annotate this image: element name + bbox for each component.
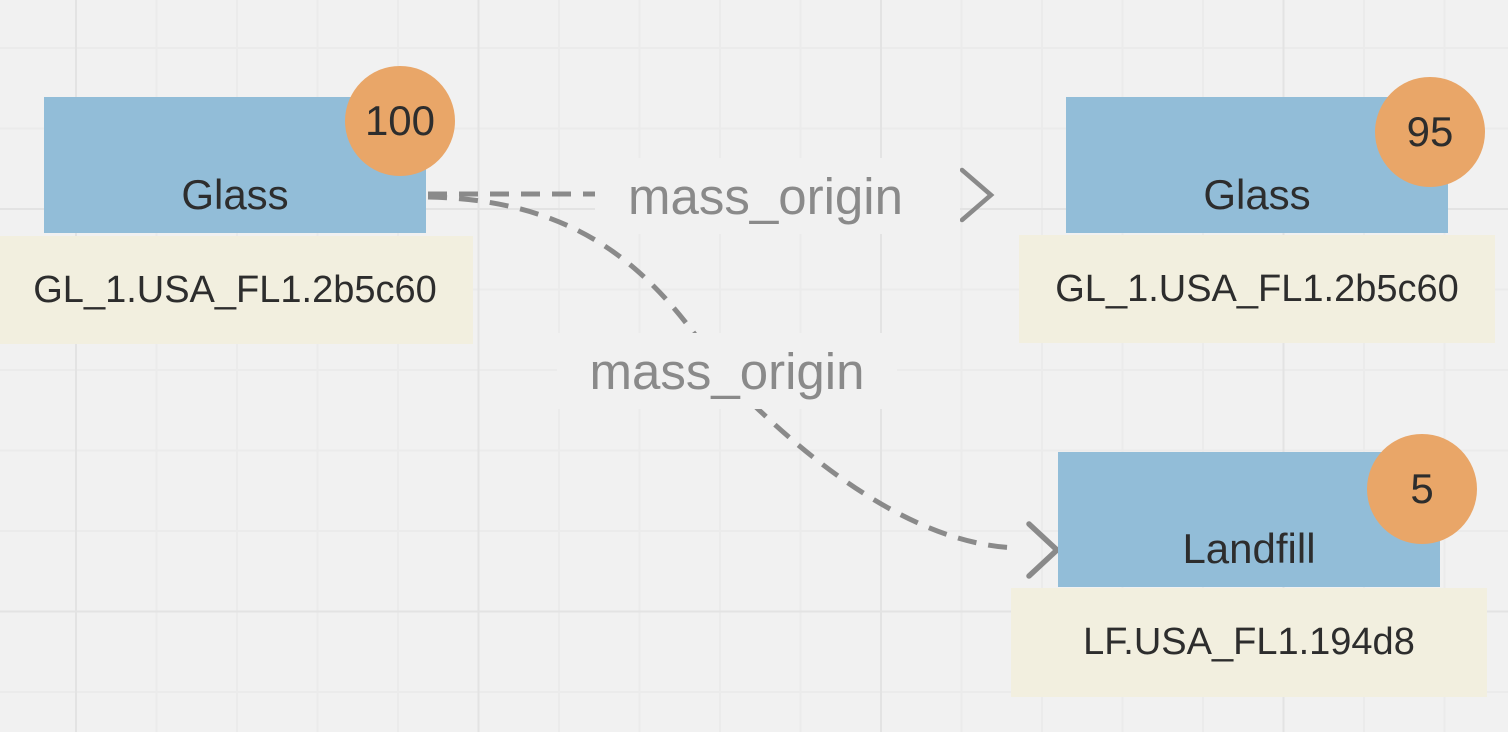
node-title: Landfill <box>1182 525 1316 572</box>
node-id-label-glass-output: GL_1.USA_FL1.2b5c60 <box>1019 235 1495 343</box>
edge-label-mass-origin-bottom[interactable]: mass_origin <box>557 333 897 409</box>
arrowhead-top-icon <box>959 167 995 223</box>
arrowhead-bottom-icon <box>1026 521 1062 579</box>
node-mass-badge: 95 <box>1375 77 1485 187</box>
edge-label-mass-origin-top[interactable]: mass_origin <box>595 158 960 234</box>
node-mass-badge: 5 <box>1367 434 1477 544</box>
node-title: Glass <box>1203 171 1311 218</box>
node-mass-badge: 100 <box>345 66 455 176</box>
node-glass-output[interactable]: Glass 95 <box>1066 77 1485 233</box>
node-title: Glass <box>181 171 289 218</box>
node-landfill[interactable]: Landfill 5 <box>1058 434 1477 587</box>
node-id-label-glass-source: GL_1.USA_FL1.2b5c60 <box>0 236 473 344</box>
node-id-label-landfill: LF.USA_FL1.194d8 <box>1011 588 1487 697</box>
node-glass-source[interactable]: Glass 100 <box>44 66 455 233</box>
